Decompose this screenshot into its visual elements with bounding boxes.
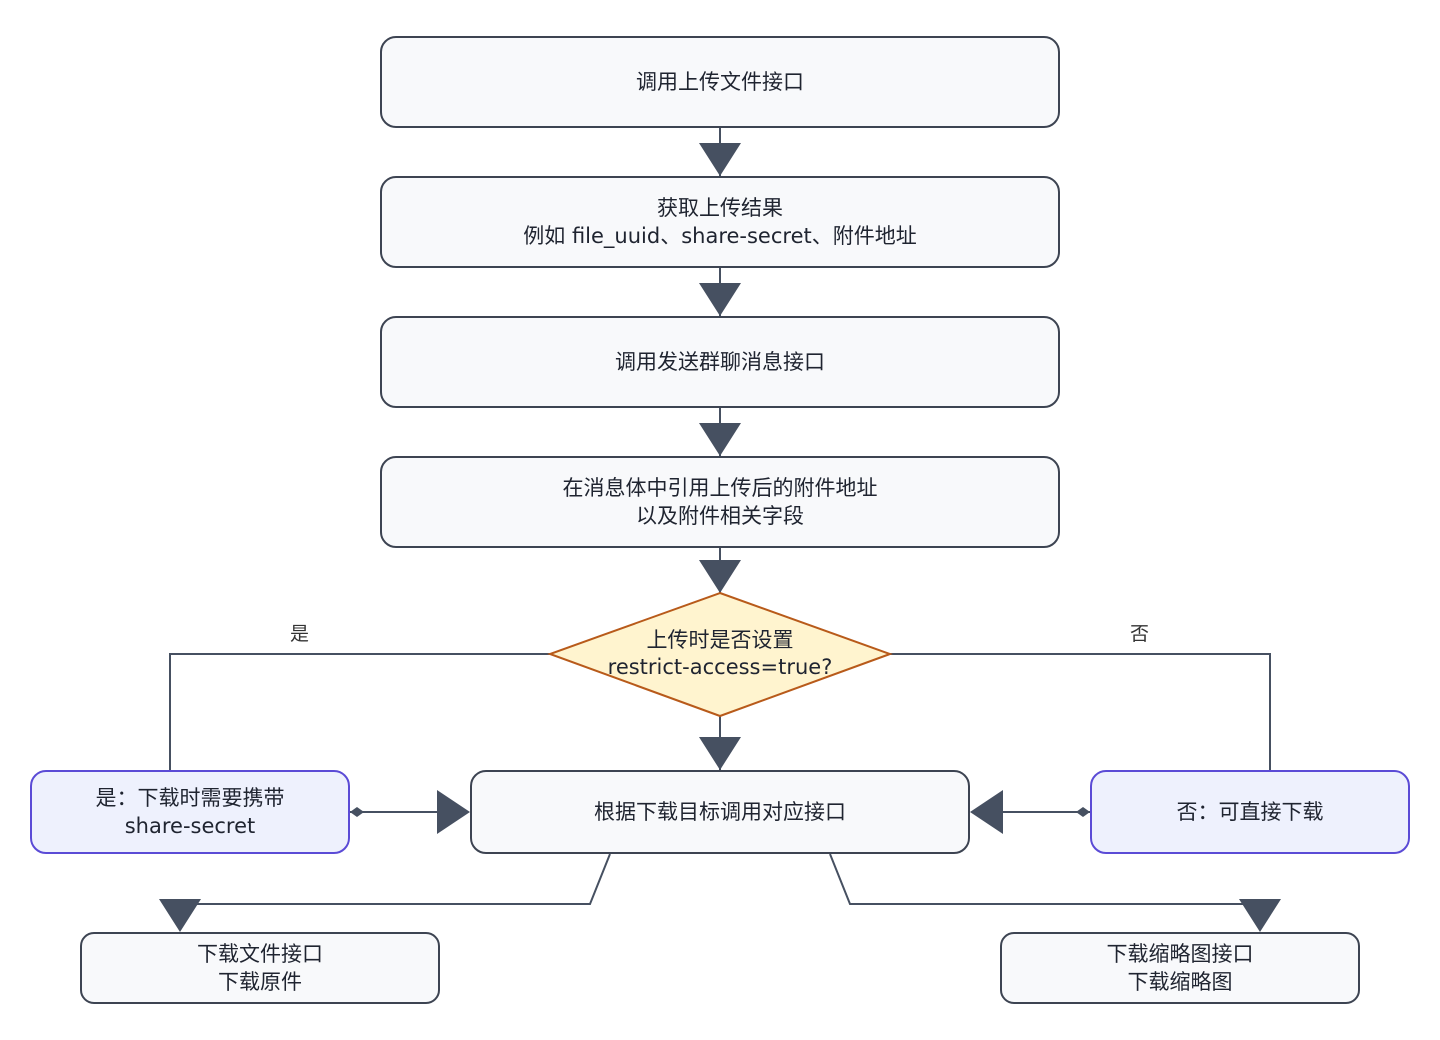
node-download-thumbnail: 下载缩略图接口 下载缩略图 bbox=[1000, 932, 1360, 1004]
arrowhead-no-note bbox=[970, 790, 1003, 834]
branch-label-no: 否 bbox=[1130, 623, 1150, 645]
arrowhead-download-file bbox=[159, 899, 201, 932]
decision-label: 上传时是否设置 restrict-access=true? bbox=[580, 620, 860, 688]
note-no-line: 否：可直接下载 bbox=[1176, 800, 1324, 824]
arrowhead-result bbox=[699, 143, 741, 176]
node-send-line: 调用发送群聊消息接口 bbox=[615, 350, 825, 374]
edge-decision-no bbox=[890, 653, 1271, 770]
node-get-result: 获取上传结果 例如 file_uuid、share-secret、附件地址 bbox=[380, 176, 1060, 268]
node-download-thumb-line-1: 下载缩略图接口 bbox=[1106, 942, 1254, 966]
arrowhead-dispatch bbox=[699, 737, 741, 770]
note-yes-line-1: 是：下载时需要携带 bbox=[95, 786, 285, 810]
note-yes-share-secret: 是：下载时需要携带 share-secret bbox=[30, 770, 350, 854]
node-download-file-line-2: 下载原件 bbox=[218, 970, 302, 994]
node-send-message: 调用发送群聊消息接口 bbox=[380, 316, 1060, 408]
note-yes-line-2: share-secret bbox=[124, 814, 256, 838]
node-result-line-1: 获取上传结果 bbox=[657, 196, 783, 220]
edge-dispatch-thumb bbox=[829, 853, 1260, 905]
edge-decision-yes bbox=[169, 653, 550, 770]
arrowhead-reference bbox=[699, 423, 741, 456]
decision-line-1: 上传时是否设置 bbox=[646, 628, 794, 652]
diamond-tail-no bbox=[1076, 807, 1090, 817]
arrowhead-download-thumb bbox=[1239, 899, 1281, 932]
arrowhead-decision bbox=[699, 560, 741, 593]
arrowhead-yes-note bbox=[437, 790, 470, 834]
node-result-line-2: 例如 file_uuid、share-secret、附件地址 bbox=[523, 224, 917, 248]
node-reference-attachment: 在消息体中引用上传后的附件地址 以及附件相关字段 bbox=[380, 456, 1060, 548]
edge-dispatch-file bbox=[180, 853, 611, 905]
node-download-file: 下载文件接口 下载原件 bbox=[80, 932, 440, 1004]
node-download-file-line-1: 下载文件接口 bbox=[197, 942, 323, 966]
decision-diamond bbox=[547, 591, 893, 718]
diamond-tail-yes bbox=[350, 807, 364, 817]
node-download-thumb-line-2: 下载缩略图 bbox=[1127, 970, 1233, 994]
node-dispatch-download: 根据下载目标调用对应接口 bbox=[470, 770, 970, 854]
node-upload-line: 调用上传文件接口 bbox=[636, 70, 804, 94]
node-reference-line-1: 在消息体中引用上传后的附件地址 bbox=[562, 476, 878, 500]
node-reference-line-2: 以及附件相关字段 bbox=[636, 504, 804, 528]
decision-line-2: restrict-access=true? bbox=[607, 655, 833, 679]
note-no-direct-download: 否：可直接下载 bbox=[1090, 770, 1410, 854]
branch-label-yes: 是 bbox=[290, 623, 310, 645]
node-dispatch-line: 根据下载目标调用对应接口 bbox=[594, 800, 846, 824]
arrowhead-send bbox=[699, 283, 741, 316]
node-upload-file: 调用上传文件接口 bbox=[380, 36, 1060, 128]
